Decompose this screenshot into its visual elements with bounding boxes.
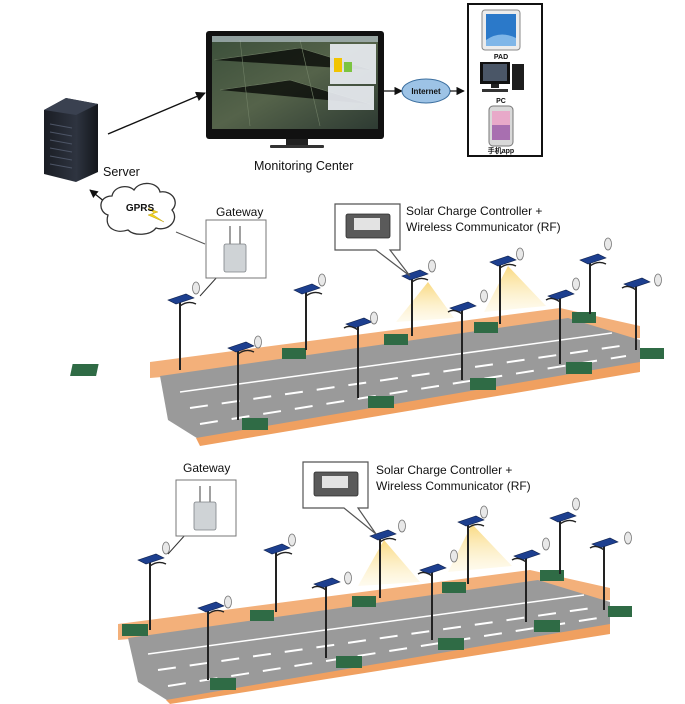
solar-panel — [401, 269, 429, 281]
battery-box — [352, 596, 376, 607]
monitor-icon — [206, 31, 384, 148]
gateway-label: Gateway — [216, 205, 263, 219]
pc-label: PC — [496, 98, 506, 105]
battery-box — [442, 582, 466, 593]
battery-box — [534, 620, 560, 632]
solar-panel — [579, 253, 607, 265]
battery-box — [384, 334, 408, 345]
smartphone-icon — [488, 105, 514, 147]
battery-box — [282, 348, 306, 359]
controller-label-line1: Solar Charge Controller + — [406, 204, 542, 218]
battery-box — [540, 570, 564, 581]
gprs-cloud-icon — [100, 182, 176, 235]
battery-box — [640, 348, 664, 359]
battery-box — [566, 362, 592, 374]
road-surface-2 — [128, 580, 610, 702]
server-to-monitor-arrow — [107, 91, 206, 135]
pad-label: PAD — [494, 54, 508, 61]
gateway-callout-pointer — [167, 533, 187, 555]
server-icon — [44, 98, 98, 182]
road-scene-1 — [70, 237, 664, 446]
battery-box — [368, 396, 394, 408]
tablet-icon — [481, 9, 521, 51]
solar-panel — [489, 255, 517, 267]
road-surface-1 — [160, 318, 640, 440]
solar-panel — [293, 283, 321, 295]
solar-panel — [263, 543, 291, 555]
gateway-device-icon — [193, 501, 217, 531]
cloud-to-gateway-line — [175, 231, 206, 245]
controller-label-line1: Solar Charge Controller + — [376, 463, 512, 477]
solar-panel — [167, 293, 195, 305]
battery-box — [122, 624, 148, 636]
solar-panel — [549, 511, 577, 523]
light-beam — [484, 266, 546, 312]
light-beam — [448, 524, 512, 572]
solar-panel — [227, 341, 255, 353]
battery-box — [242, 418, 268, 430]
battery-box — [470, 378, 496, 390]
light-beam — [396, 282, 454, 322]
solar-panel — [369, 529, 397, 541]
controller-callout-2 — [302, 461, 377, 535]
gateway-device-icon — [223, 243, 247, 273]
gprs-label: GPRS — [126, 203, 155, 214]
pc-icon — [480, 62, 524, 92]
battery-box — [250, 610, 274, 621]
battery-box — [438, 638, 464, 650]
monitoring-center-label: Monitoring Center — [254, 159, 353, 173]
server-label: Server — [103, 165, 140, 179]
solar-panel — [137, 553, 165, 565]
rf-node-icon — [192, 237, 662, 349]
controller-label-line2: Wireless Communicator (RF) — [406, 220, 561, 234]
controller-label-line2: Wireless Communicator (RF) — [376, 479, 531, 493]
rf-node-icon — [162, 497, 632, 609]
light-beam — [358, 540, 420, 586]
phone-app-label: 手机app — [488, 146, 514, 155]
battery-box — [608, 606, 632, 617]
gateway-callout-1 — [205, 219, 267, 279]
battery-box — [70, 364, 99, 376]
battery-box — [474, 322, 498, 333]
battery-box — [336, 656, 362, 668]
gateway-label: Gateway — [183, 461, 230, 475]
solar-panel — [197, 601, 225, 613]
controller-callout-1 — [334, 203, 411, 277]
battery-box — [210, 678, 236, 690]
gateway-callout-pointer — [199, 275, 219, 297]
road-scene-2 — [118, 497, 632, 704]
solar-panel — [457, 515, 485, 527]
battery-box — [572, 312, 596, 323]
gateway-callout-2 — [175, 479, 237, 537]
internet-label: Internet — [411, 87, 441, 96]
